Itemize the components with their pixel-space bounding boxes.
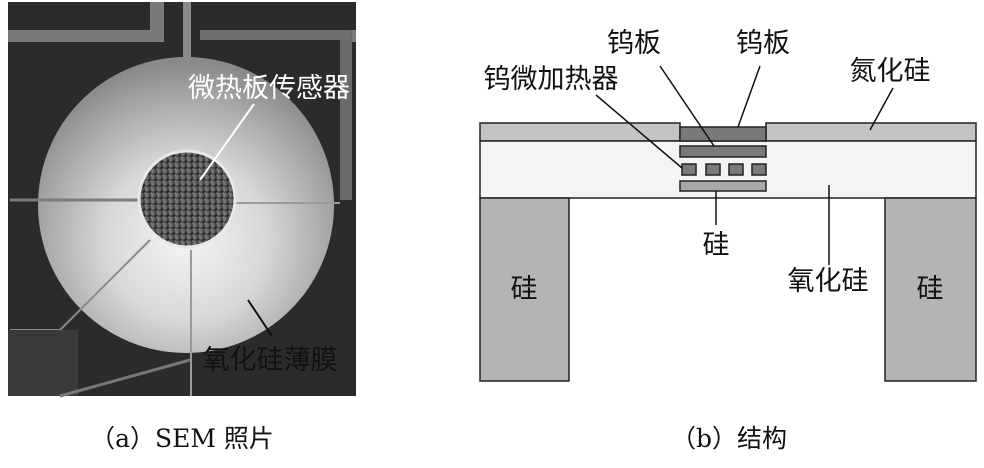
sem-trace-right-vertical — [340, 30, 352, 200]
tungsten-plate-top — [679, 126, 767, 142]
label-silicon-center: 硅 — [703, 230, 730, 261]
layer-silicon-nitride-right — [765, 122, 977, 142]
label-tungsten-plate-1: 钨板 — [607, 28, 661, 59]
sem-trace-bottom-diag — [59, 358, 191, 398]
sem-trace-top-left — [8, 30, 158, 42]
sem-photo: 微热板传感器 氧化硅薄膜 — [8, 2, 356, 398]
label-silicon-nitride: 氮化硅 — [850, 56, 931, 87]
tungsten-plate-middle — [679, 145, 767, 158]
sem-sensor-disk — [137, 149, 237, 249]
label-tungsten-heater: 钨微加热器 — [484, 64, 619, 95]
leader-heater — [595, 94, 683, 169]
sem-trace-top — [150, 2, 164, 42]
sem-line-diagonal — [59, 239, 151, 331]
heater-segment-1 — [681, 163, 697, 176]
caption-b: （b）结构 — [671, 424, 787, 453]
pointer-membrane — [247, 299, 273, 337]
sem-trace-bottom-left — [8, 330, 78, 396]
silicon-leg-left — [479, 197, 570, 382]
label-tungsten-plate-2: 钨板 — [736, 28, 790, 59]
label-silicon-left: 硅 — [511, 274, 538, 305]
pointer-sensor — [199, 103, 255, 181]
silicon-leg-right — [884, 197, 977, 382]
leader-tungsten-plate-2 — [737, 65, 761, 128]
sem-trace-top-band — [200, 30, 350, 40]
silicon-plate-bottom — [679, 180, 767, 192]
label-silicon-oxide: 氧化硅 — [788, 266, 869, 297]
label-membrane: 氧化硅薄膜 — [203, 345, 338, 376]
caption-a: （a）SEM 照片 — [90, 424, 274, 453]
heater-segment-2 — [705, 163, 721, 176]
layer-silicon-nitride-left — [479, 122, 681, 142]
sem-trace-vertical-top — [183, 2, 191, 82]
label-sensor: 微热板传感器 — [188, 73, 350, 104]
heater-segment-4 — [751, 163, 767, 176]
heater-segment-3 — [728, 163, 744, 176]
leader-silicon-nitride — [869, 87, 894, 131]
leader-tungsten-plate-1 — [659, 65, 715, 147]
structure-diagram: 钨板 钨板 钨微加热器 氮化硅 硅 氧化硅 硅 硅 — [479, 28, 977, 382]
label-silicon-right: 硅 — [917, 274, 944, 305]
